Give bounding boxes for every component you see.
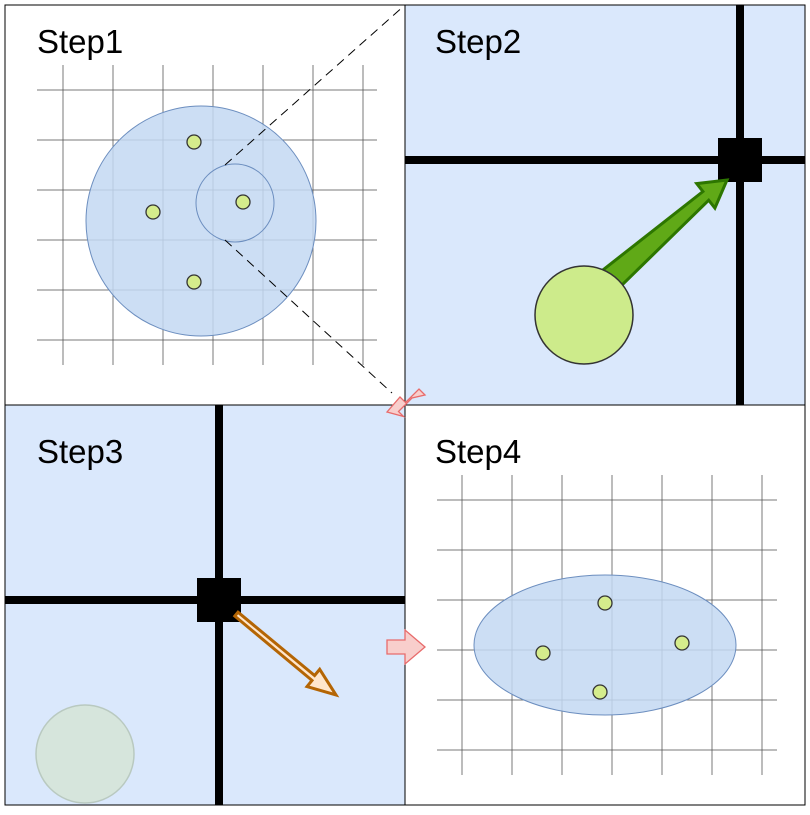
step4-point [592,684,608,700]
step3-panel: Step3 [4,404,406,806]
zoom-guide-line-bottom [224,239,393,394]
step4-point [535,645,551,661]
step1-panel: Step1 [4,4,406,406]
step4-panel: Step4 [404,404,806,806]
step3-to-step4-arrow [386,628,427,666]
step2-point [534,265,634,365]
zoom-guide-line-top [224,4,406,166]
step4-title: Step4 [435,433,521,470]
step3-intersection-square [197,578,241,622]
step1-point [186,274,202,290]
step3-faded-point [35,704,135,804]
step2-green-arrow [600,178,730,292]
step1-point [186,134,202,150]
step3-title: Step3 [37,433,123,470]
step1-point [235,194,251,210]
step2-title: Step2 [435,23,521,60]
step4-point [674,635,690,651]
step1-title: Step1 [37,23,123,60]
step1-neighborhood-region [85,105,317,337]
step2-intersection-square [718,138,762,182]
step4-neighborhood-region [473,574,737,716]
step2-panel: Step2 [404,4,806,406]
step1-small-region [195,163,275,243]
step1-point [145,204,161,220]
step2-to-step3-arrow [385,388,427,418]
step4-point [597,595,613,611]
step3-orange-arrow [232,610,340,698]
